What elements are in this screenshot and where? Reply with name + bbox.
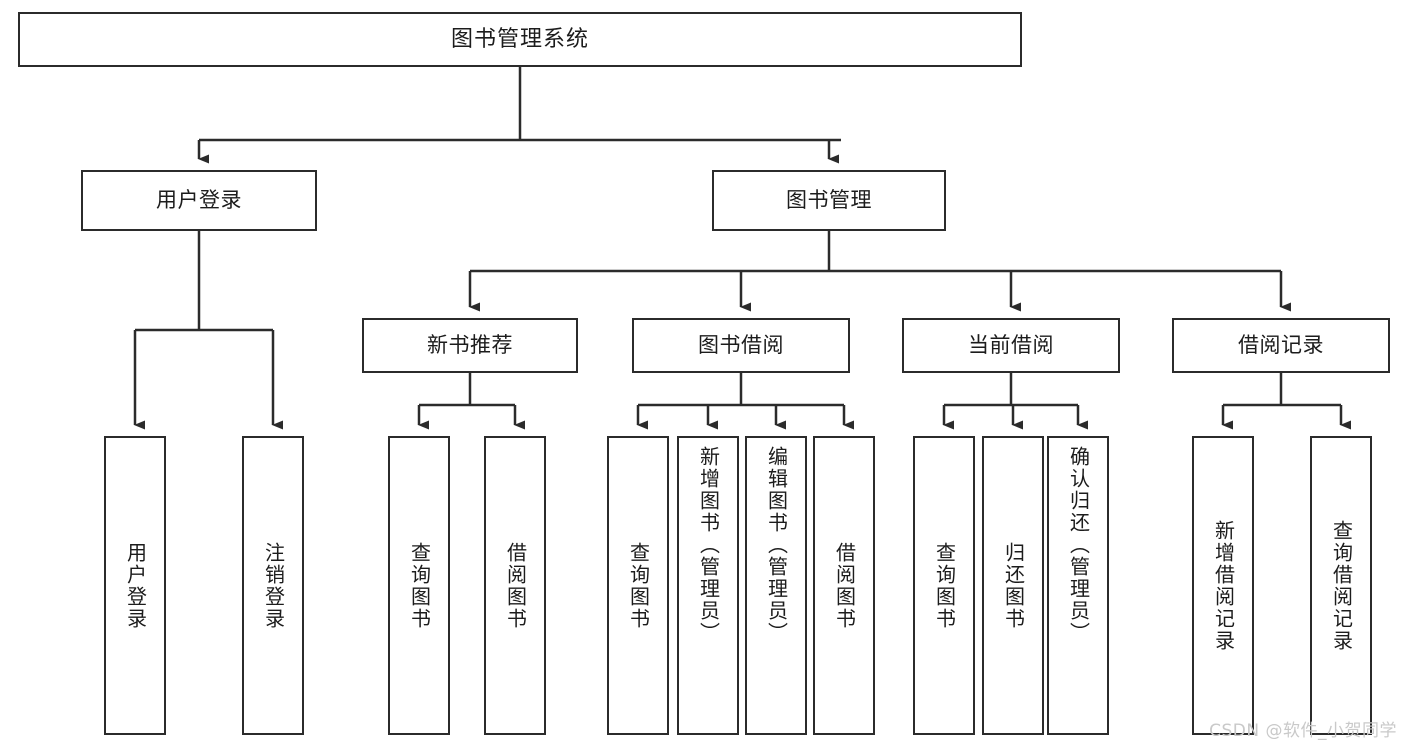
leaf-user-login-logout[interactable]: 注销登录 — [242, 436, 304, 735]
node-label: 图书管理 — [786, 188, 872, 213]
node-label: 归还图书 — [1001, 541, 1026, 630]
node-label: 借阅图书 — [832, 541, 857, 630]
node-new-book-recommend[interactable]: 新书推荐 — [362, 318, 578, 373]
node-book-borrow[interactable]: 图书借阅 — [632, 318, 850, 373]
node-label: 新书推荐 — [427, 333, 513, 358]
node-current-borrow[interactable]: 当前借阅 — [902, 318, 1120, 373]
leaf-user-login-login[interactable]: 用户登录 — [104, 436, 166, 735]
leaf-book-borrow-query-book[interactable]: 查询图书 — [607, 436, 669, 735]
node-label: 查询图书 — [626, 541, 651, 630]
leaf-current-borrow-return-book[interactable]: 归还图书 — [982, 436, 1044, 735]
leaf-book-borrow-borrow-book[interactable]: 借阅图书 — [813, 436, 875, 735]
node-user-login[interactable]: 用户登录 — [81, 170, 317, 231]
node-label: 借阅记录 — [1238, 333, 1324, 358]
node-label: 查询图书 — [407, 541, 432, 630]
leaf-borrow-record-add-record[interactable]: 新增借阅记录 — [1192, 436, 1254, 735]
node-label: 查询图书 — [932, 541, 957, 630]
node-borrow-record[interactable]: 借阅记录 — [1172, 318, 1390, 373]
leaf-new-book-borrow-book[interactable]: 借阅图书 — [484, 436, 546, 735]
node-book-management[interactable]: 图书管理 — [712, 170, 946, 231]
node-label: 当前借阅 — [968, 333, 1054, 358]
node-label: 查询借阅记录 — [1329, 519, 1354, 652]
node-label: 借阅图书 — [503, 541, 528, 630]
leaf-new-book-query-book[interactable]: 查询图书 — [388, 436, 450, 735]
leaf-borrow-record-query-record[interactable]: 查询借阅记录 — [1310, 436, 1372, 735]
leaf-book-borrow-add-book-admin[interactable]: 新增图书（管理员） — [677, 436, 739, 735]
node-label: 确认归还（管理员） — [1066, 446, 1091, 644]
node-label: 用户登录 — [156, 188, 242, 213]
node-label: 图书管理系统 — [450, 26, 589, 52]
leaf-book-borrow-edit-book-admin[interactable]: 编辑图书（管理员） — [745, 436, 807, 735]
node-label: 新增图书（管理员） — [696, 446, 721, 644]
leaf-current-borrow-confirm-return-admin[interactable]: 确认归还（管理员） — [1047, 436, 1109, 735]
node-label: 编辑图书（管理员） — [764, 446, 789, 644]
leaf-current-borrow-query-book[interactable]: 查询图书 — [913, 436, 975, 735]
node-label: 图书借阅 — [698, 333, 784, 358]
node-label: 新增借阅记录 — [1211, 519, 1236, 652]
csdn-watermark: CSDN @软件_小贺同学 — [1209, 721, 1397, 741]
node-label: 注销登录 — [261, 541, 286, 630]
node-label: 用户登录 — [123, 541, 148, 630]
node-root-system[interactable]: 图书管理系统 — [18, 12, 1022, 67]
